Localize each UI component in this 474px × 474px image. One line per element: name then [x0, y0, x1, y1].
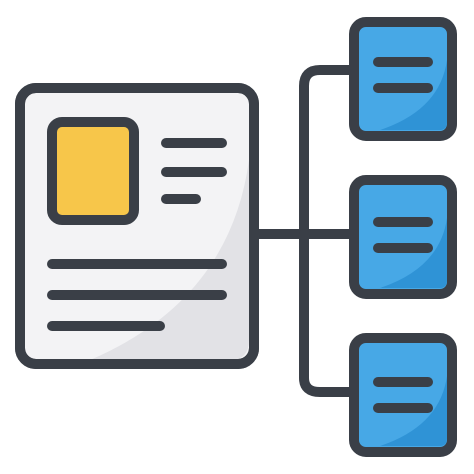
document-text-lines — [47, 138, 227, 331]
connector-lines — [249, 65, 359, 397]
image-placeholder — [47, 117, 139, 225]
child-node-top — [349, 17, 457, 141]
child-node-shade — [380, 218, 447, 288]
child-node-shade — [380, 60, 447, 130]
connector-bottom — [299, 229, 359, 397]
child-node-shade — [380, 376, 447, 446]
child-node-bottom — [349, 333, 457, 457]
child-node-middle — [349, 175, 457, 299]
document-shade — [90, 160, 249, 360]
main-document — [15, 83, 259, 369]
connector-top — [299, 65, 359, 239]
document-page-outline — [15, 83, 259, 369]
